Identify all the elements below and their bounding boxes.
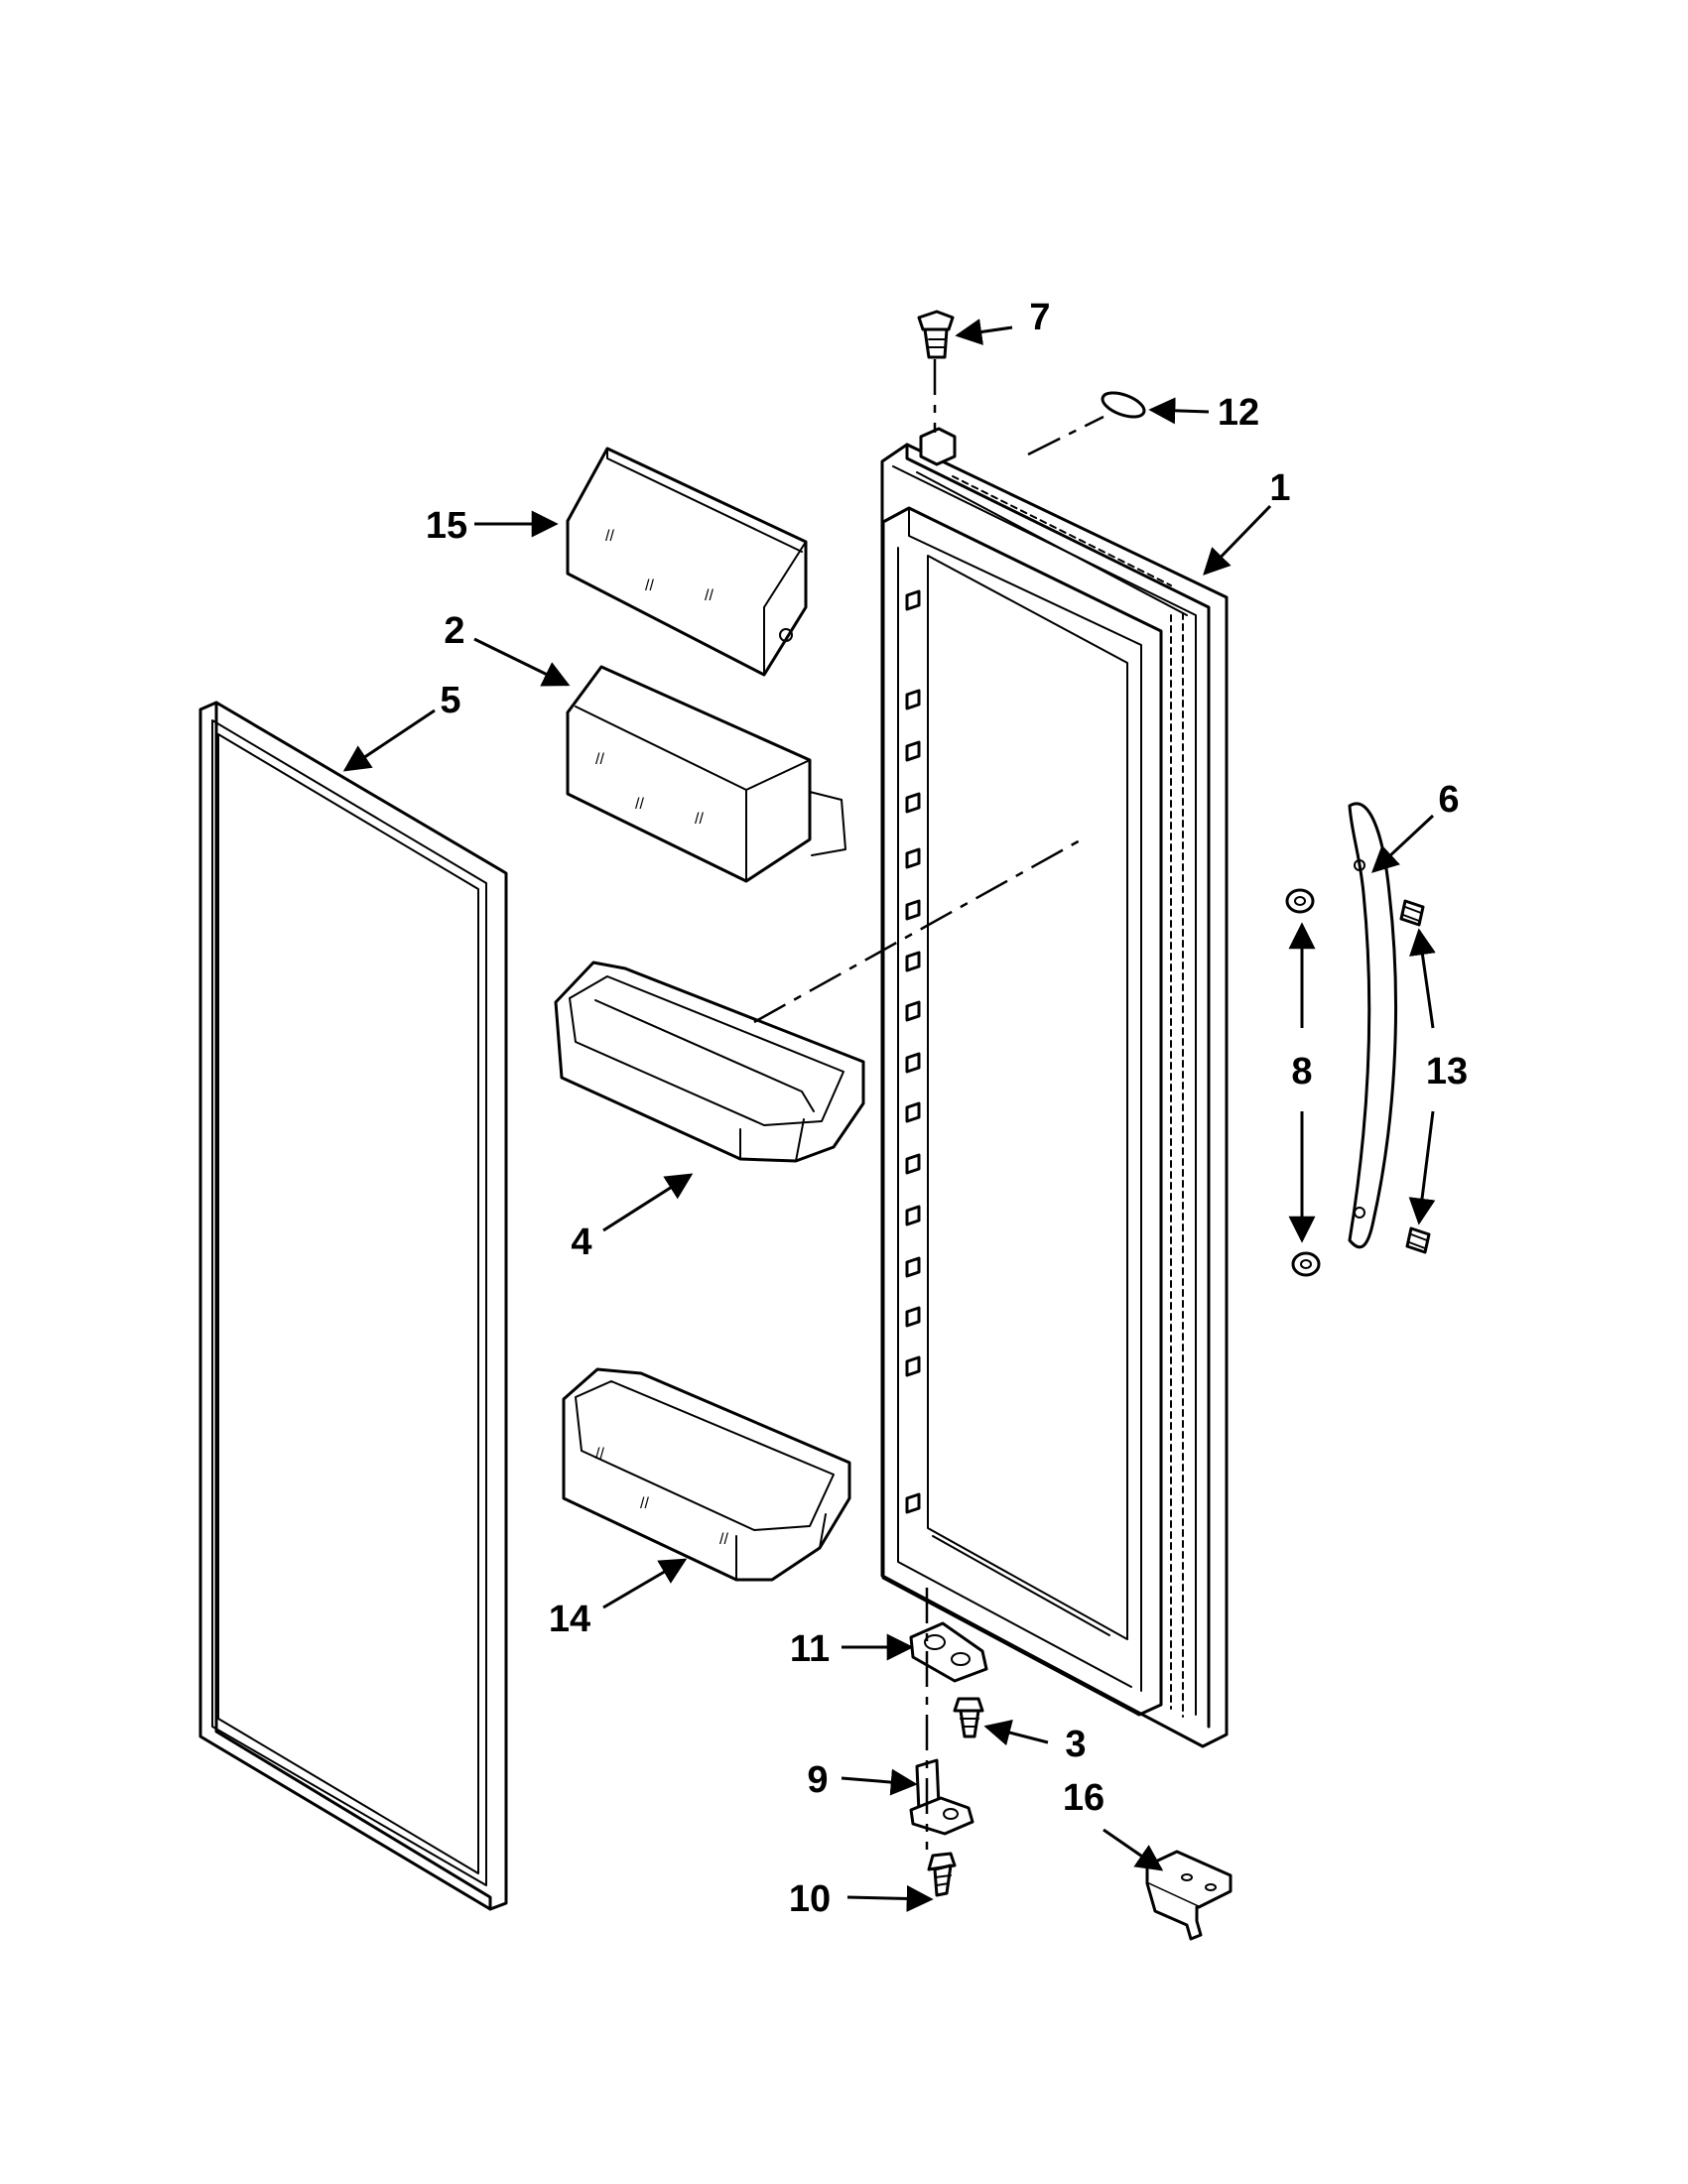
hinge-mount-screw bbox=[927, 1852, 957, 1897]
shelf-clip bbox=[905, 1153, 921, 1175]
svg-text://: // bbox=[595, 1446, 604, 1463]
callout-5: 5 bbox=[440, 680, 460, 721]
door-bin-dairy: // // // bbox=[566, 665, 846, 883]
svg-text://: // bbox=[645, 578, 654, 594]
callout-6: 6 bbox=[1438, 779, 1459, 821]
hinge-plate bbox=[909, 1621, 988, 1683]
door-gasket bbox=[198, 701, 508, 1911]
shelf-clip bbox=[905, 689, 921, 710]
callout-8: 8 bbox=[1291, 1051, 1312, 1092]
handle-screw-bottom bbox=[1405, 1226, 1431, 1254]
svg-text://: // bbox=[640, 1495, 649, 1512]
assembly-line-plug bbox=[1027, 415, 1104, 456]
shelf-clip bbox=[905, 1101, 921, 1123]
shelf-clip bbox=[905, 899, 921, 921]
callout-labels: 1 2 3 4 5 6 7 8 9 10 11 12 13 14 15 16 bbox=[426, 297, 1468, 1920]
svg-text://: // bbox=[719, 1531, 728, 1548]
bottom-hinge bbox=[909, 1758, 974, 1836]
shelf-clip bbox=[905, 740, 921, 762]
svg-text://: // bbox=[695, 811, 704, 828]
callout-13: 13 bbox=[1426, 1051, 1468, 1092]
shelf-clip bbox=[905, 1355, 921, 1377]
callout-10: 10 bbox=[789, 1878, 831, 1920]
callout-7: 7 bbox=[1029, 297, 1050, 338]
handle-spacer-top bbox=[1285, 888, 1315, 914]
callout-1: 1 bbox=[1269, 467, 1290, 509]
svg-text://: // bbox=[605, 528, 614, 545]
callout-12: 12 bbox=[1218, 392, 1259, 434]
callout-14: 14 bbox=[549, 1599, 590, 1640]
callout-4: 4 bbox=[571, 1221, 591, 1263]
handle-screw-top bbox=[1399, 899, 1425, 927]
door-bin-lower: // // // bbox=[562, 1367, 851, 1582]
svg-text://: // bbox=[705, 587, 714, 604]
shelf-clip bbox=[905, 951, 921, 972]
callout-leaders bbox=[342, 319, 1436, 1912]
hinge-screw-top bbox=[917, 310, 955, 359]
hinge-screw bbox=[953, 1697, 984, 1738]
callout-2: 2 bbox=[444, 610, 464, 652]
door-liner-assembly bbox=[880, 427, 1229, 1748]
door-bin-upper bbox=[554, 961, 865, 1163]
shelf-clip bbox=[905, 1000, 921, 1022]
callout-9: 9 bbox=[807, 1759, 828, 1801]
door-closer-bracket bbox=[1145, 1850, 1233, 1941]
shelf-clip bbox=[905, 1052, 921, 1074]
handle-spacer-bottom bbox=[1291, 1251, 1321, 1277]
shelf-clip bbox=[905, 792, 921, 814]
shelf-clip bbox=[905, 1306, 921, 1328]
shelf-clip bbox=[905, 1205, 921, 1226]
svg-text://: // bbox=[635, 796, 644, 813]
callout-11: 11 bbox=[790, 1628, 830, 1670]
callout-16: 16 bbox=[1063, 1777, 1104, 1819]
callout-3: 3 bbox=[1065, 1724, 1086, 1765]
callout-15: 15 bbox=[426, 505, 467, 547]
assembly-line-bin bbox=[753, 837, 1083, 1024]
shelf-clip bbox=[905, 1256, 921, 1278]
shelf-clip bbox=[905, 1492, 921, 1514]
door-handle bbox=[1348, 802, 1398, 1249]
plug-button bbox=[1101, 391, 1146, 419]
shelf-clip-row bbox=[905, 589, 921, 1514]
svg-text://: // bbox=[595, 751, 604, 768]
door-bin-covered: // // // bbox=[566, 447, 808, 677]
shelf-clip bbox=[905, 847, 921, 869]
shelf-clip bbox=[905, 589, 921, 611]
